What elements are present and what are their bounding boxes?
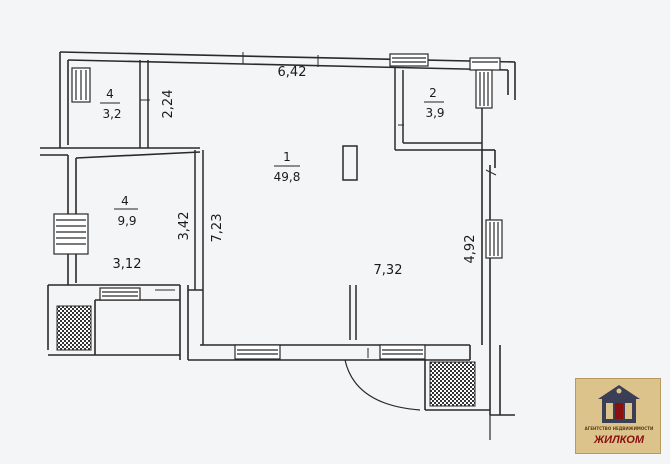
interior-walls xyxy=(139,60,483,345)
dimension-bath: 2,24 xyxy=(161,90,176,119)
room-4-area: 9,9 xyxy=(117,214,136,228)
room-bath-area: 3,2 xyxy=(102,107,121,121)
agency-logo: АГЕНТСТВО НЕДВИЖИМОСТИ ЖИЛКОМ xyxy=(575,378,661,454)
hatched-area-right xyxy=(429,361,476,407)
house-emblem-icon xyxy=(598,385,640,423)
windows xyxy=(53,53,503,360)
room-bath-number: 4 xyxy=(106,87,114,101)
dimension-room1-left: 7,23 xyxy=(210,214,225,243)
room-2-area: 3,9 xyxy=(425,106,444,120)
hatched-area-left xyxy=(56,305,92,351)
door-swing xyxy=(344,359,421,411)
dimension-right: 4,92 xyxy=(463,235,478,264)
room-1-number: 1 xyxy=(283,150,291,164)
logo-tagline: АГЕНТСТВО НЕДВИЖИМОСТИ xyxy=(584,426,654,431)
dimension-room1-width: 7,32 xyxy=(374,263,403,278)
dimension-top: 6,42 xyxy=(278,65,307,80)
dimension-room4-width: 3,12 xyxy=(113,257,142,272)
dimension-room4-height: 3,42 xyxy=(177,212,192,241)
room-4-number: 4 xyxy=(121,194,129,208)
dimension-ticks xyxy=(140,52,497,358)
room-2-number: 2 xyxy=(429,86,437,100)
logo-name: ЖИЛКОМ xyxy=(593,434,644,446)
room-1-area: 49,8 xyxy=(274,170,301,184)
